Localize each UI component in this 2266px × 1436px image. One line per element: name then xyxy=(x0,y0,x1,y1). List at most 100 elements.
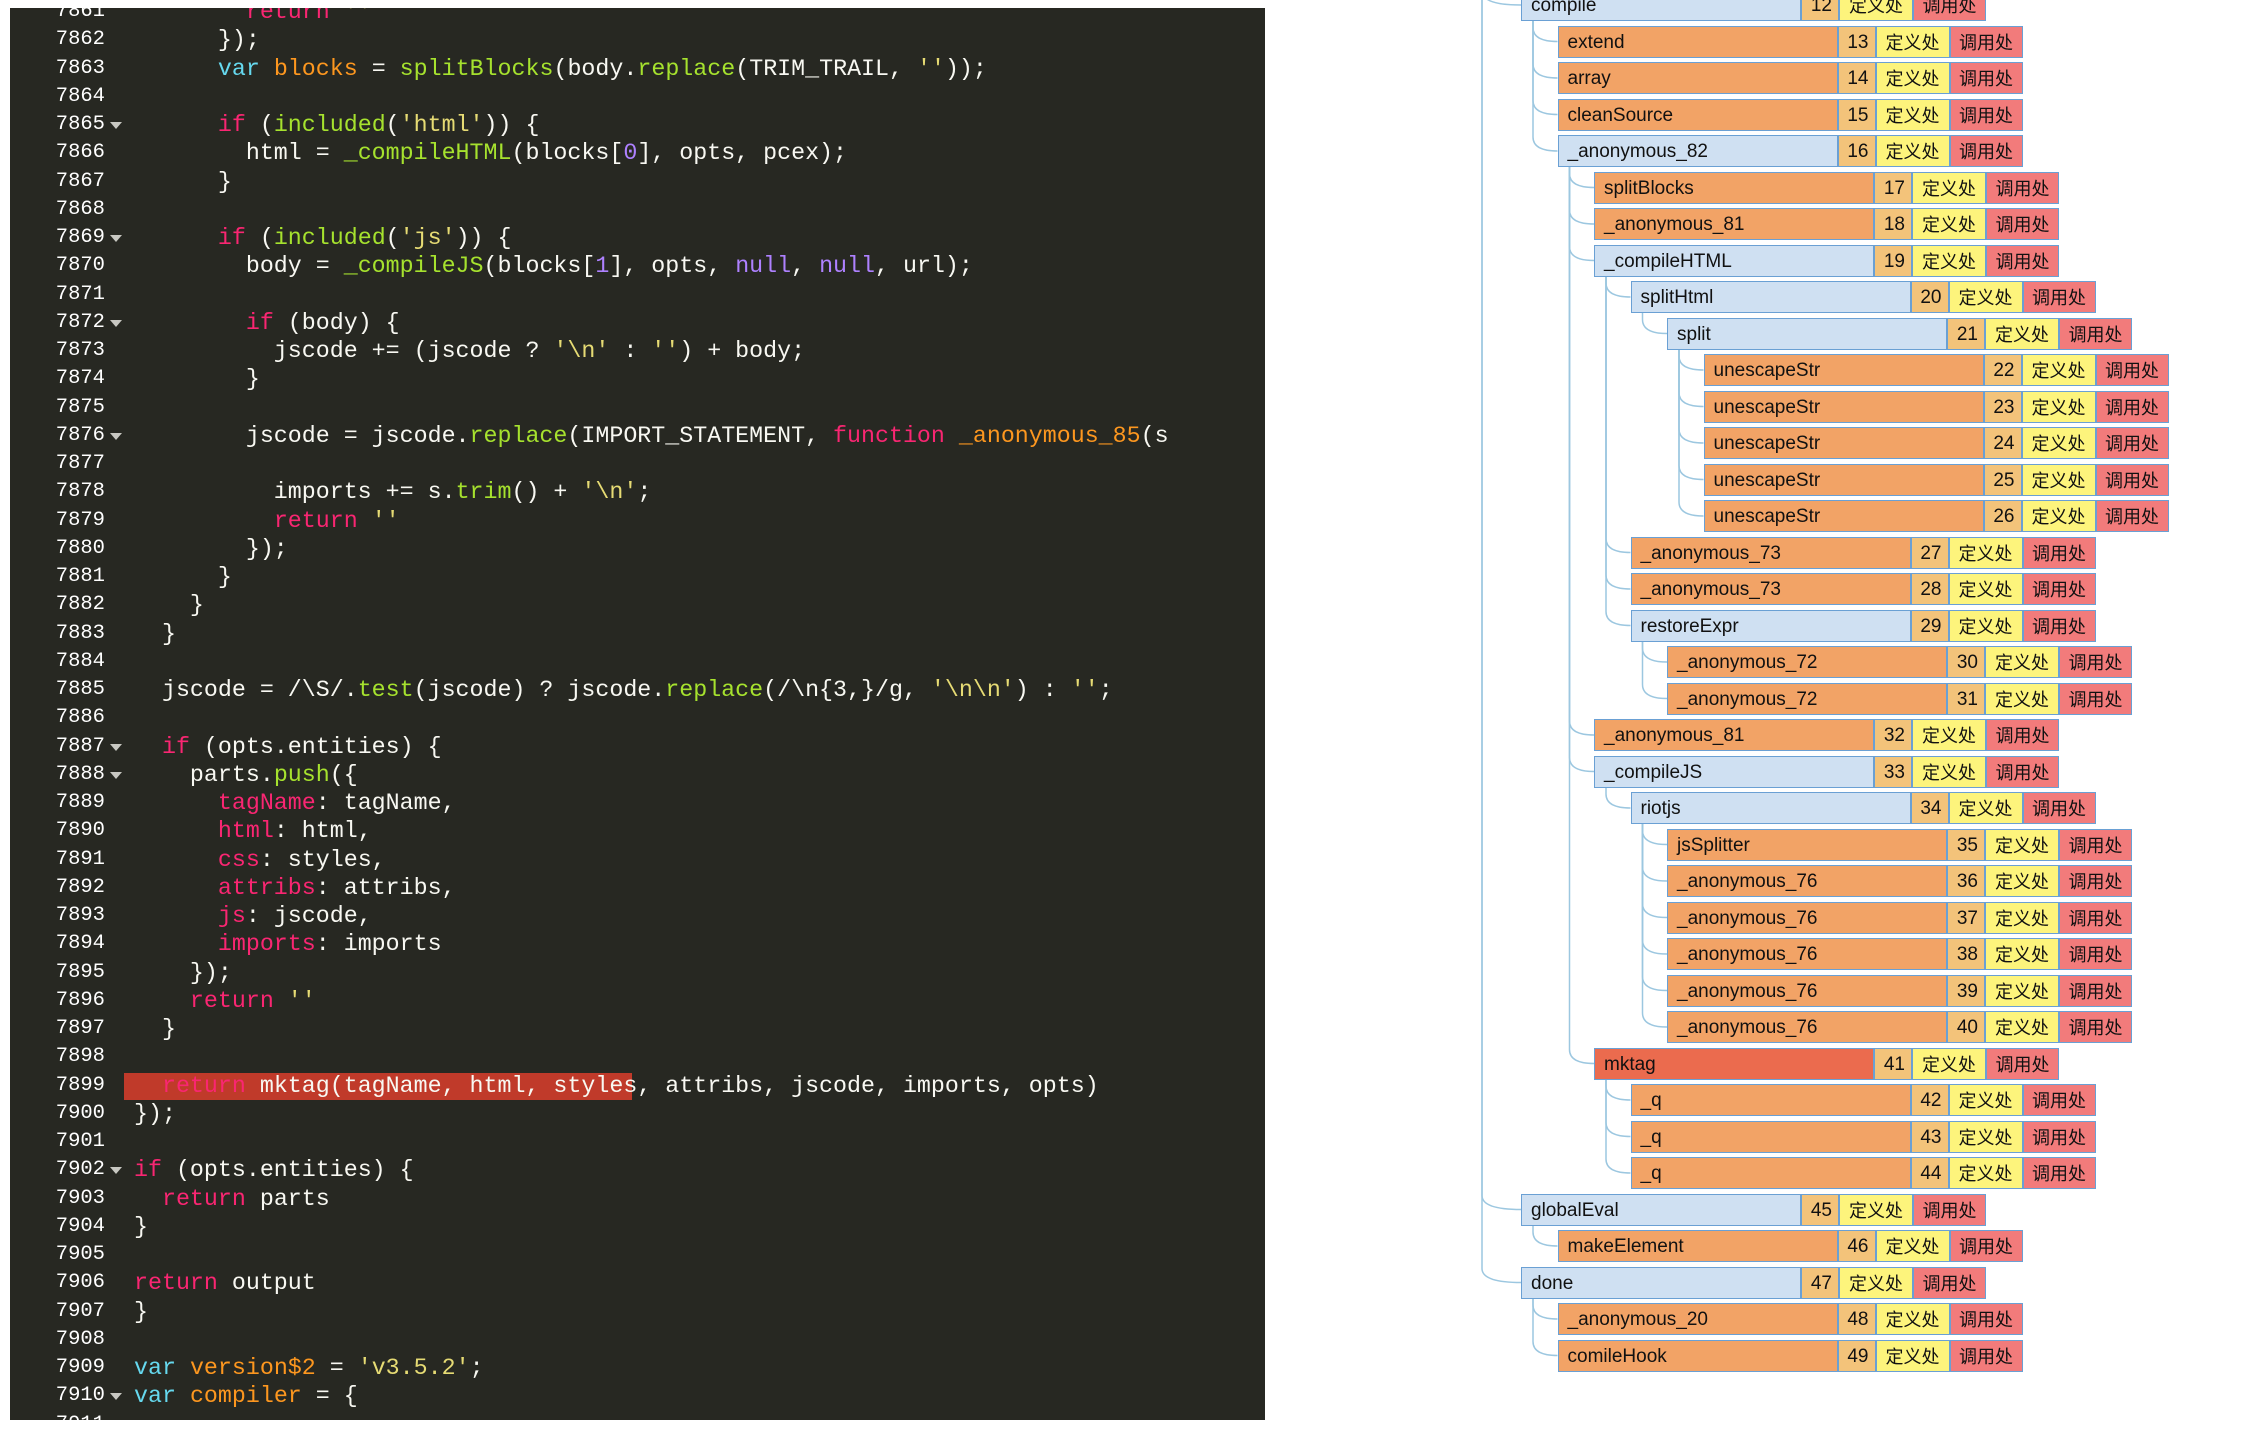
code-line[interactable]: 7877 xyxy=(10,450,1265,478)
code-line[interactable]: 7866 html = _compileHTML(blocks[0], opts… xyxy=(10,139,1265,167)
tree-node-name[interactable]: _anonymous_76 xyxy=(1667,1011,1947,1043)
code-line[interactable]: 7901 xyxy=(10,1128,1265,1156)
goto-callsite-button[interactable]: 调用处 xyxy=(2059,646,2132,678)
tree-node-name[interactable]: _compileHTML xyxy=(1594,244,1874,277)
tree-node-name[interactable]: splitHtml xyxy=(1630,281,1911,313)
tree-node-name[interactable]: _anonymous_81 xyxy=(1594,719,1874,751)
tree-node-name[interactable]: unescapeStr xyxy=(1703,463,1984,496)
goto-definition-button[interactable]: 定义处 xyxy=(1985,828,2059,861)
goto-definition-button[interactable]: 定义处 xyxy=(1875,1303,1950,1335)
goto-definition-button[interactable]: 定义处 xyxy=(1985,1011,2059,1043)
code-line[interactable]: 7868 xyxy=(10,196,1265,224)
tree-node-name[interactable]: _anonymous_72 xyxy=(1667,646,1947,678)
goto-definition-button[interactable]: 定义处 xyxy=(1875,1230,1950,1262)
code-line[interactable]: 7878 imports += s.trim() + '\n'; xyxy=(10,478,1265,506)
code-line[interactable]: 7869 if (included('js')) { xyxy=(10,224,1265,252)
goto-definition-button[interactable]: 定义处 xyxy=(1948,536,2023,569)
goto-callsite-button[interactable]: 调用处 xyxy=(2022,1120,2096,1153)
goto-callsite-button[interactable]: 调用处 xyxy=(2059,865,2132,897)
code-line[interactable]: 7911 xyxy=(10,1411,1265,1421)
fold-toggle-icon[interactable] xyxy=(110,319,122,327)
goto-callsite-button[interactable]: 调用处 xyxy=(2059,317,2132,350)
tree-node-name[interactable]: jsSplitter xyxy=(1667,828,1947,861)
code-line[interactable]: 7885 jscode = /\S/.test(jscode) ? jscode… xyxy=(10,676,1265,704)
goto-callsite-button[interactable]: 调用处 xyxy=(2022,792,2096,824)
code-line[interactable]: 7861 return '' xyxy=(10,8,1265,26)
code-line[interactable]: 7865 if (included('html')) { xyxy=(10,111,1265,139)
goto-definition-button[interactable]: 定义处 xyxy=(1948,1084,2023,1116)
goto-definition-button[interactable]: 定义处 xyxy=(1912,208,1986,240)
fold-toggle-icon[interactable] xyxy=(110,235,122,242)
goto-definition-button[interactable]: 定义处 xyxy=(1839,1193,1913,1226)
goto-callsite-button[interactable]: 调用处 xyxy=(2022,1157,2096,1189)
code-line[interactable]: 7864 xyxy=(10,83,1265,111)
code-line[interactable]: 7884 xyxy=(10,648,1265,676)
goto-callsite-button[interactable]: 调用处 xyxy=(2022,1084,2096,1116)
code-line[interactable]: 7889 tagName: tagName, xyxy=(10,789,1265,817)
goto-callsite-button[interactable]: 调用处 xyxy=(1949,62,2023,94)
fold-toggle-icon[interactable] xyxy=(110,122,122,129)
goto-callsite-button[interactable]: 调用处 xyxy=(1949,25,2023,58)
tree-node-name[interactable]: _anonymous_20 xyxy=(1557,1303,1838,1335)
code-line[interactable]: 7863 var blocks = splitBlocks(body.repla… xyxy=(10,55,1265,83)
code-line[interactable]: 7888 parts.push({ xyxy=(10,761,1265,789)
tree-node-name[interactable]: array xyxy=(1557,62,1838,94)
tree-node-name[interactable]: _anonymous_76 xyxy=(1667,901,1947,934)
code-line[interactable]: 7908 xyxy=(10,1326,1265,1354)
goto-callsite-button[interactable]: 调用处 xyxy=(2095,427,2169,459)
goto-definition-button[interactable]: 定义处 xyxy=(1985,317,2059,350)
tree-node-name[interactable]: _q xyxy=(1630,1157,1911,1189)
tree-node-name[interactable]: unescapeStr xyxy=(1703,390,1984,423)
goto-definition-button[interactable]: 定义处 xyxy=(1912,1047,1986,1080)
goto-callsite-button[interactable]: 调用处 xyxy=(1986,1047,2059,1080)
goto-callsite-button[interactable]: 调用处 xyxy=(2095,390,2169,423)
fold-toggle-icon[interactable] xyxy=(110,771,122,779)
goto-callsite-button[interactable]: 调用处 xyxy=(1986,755,2059,788)
code-line[interactable]: 7886 xyxy=(10,704,1265,732)
goto-callsite-button[interactable]: 调用处 xyxy=(1986,171,2059,204)
goto-definition-button[interactable]: 定义处 xyxy=(1985,938,2059,970)
goto-callsite-button[interactable]: 调用处 xyxy=(1986,244,2059,277)
code-line[interactable]: 7862 }); xyxy=(10,26,1265,54)
tree-node-name[interactable]: unescapeStr xyxy=(1703,427,1984,459)
goto-definition-button[interactable]: 定义处 xyxy=(1839,1266,1913,1299)
tree-node-name[interactable]: _q xyxy=(1630,1084,1911,1116)
code-line[interactable]: 7880 }); xyxy=(10,535,1265,563)
goto-callsite-button[interactable]: 调用处 xyxy=(2059,682,2132,715)
goto-callsite-button[interactable]: 调用处 xyxy=(2059,938,2132,970)
goto-definition-button[interactable]: 定义处 xyxy=(1875,98,1950,131)
goto-callsite-button[interactable]: 调用处 xyxy=(1949,1303,2023,1335)
code-line[interactable]: 7905 xyxy=(10,1241,1265,1269)
goto-definition-button[interactable]: 定义处 xyxy=(1985,865,2059,897)
goto-callsite-button[interactable]: 调用处 xyxy=(2022,573,2096,605)
code-line[interactable]: 7903 return parts xyxy=(10,1185,1265,1213)
goto-definition-button[interactable]: 定义处 xyxy=(1948,281,2023,313)
tree-node-name[interactable]: _anonymous_73 xyxy=(1630,573,1911,605)
tree-node-name[interactable]: _anonymous_76 xyxy=(1667,938,1947,970)
code-line[interactable]: 7883 } xyxy=(10,620,1265,648)
goto-definition-button[interactable]: 定义处 xyxy=(1948,1120,2023,1153)
code-line[interactable]: 7898 xyxy=(10,1043,1265,1071)
goto-callsite-button[interactable]: 调用处 xyxy=(1913,0,1986,21)
code-line[interactable]: 7873 jscode += (jscode ? '\n' : '') + bo… xyxy=(10,337,1265,365)
